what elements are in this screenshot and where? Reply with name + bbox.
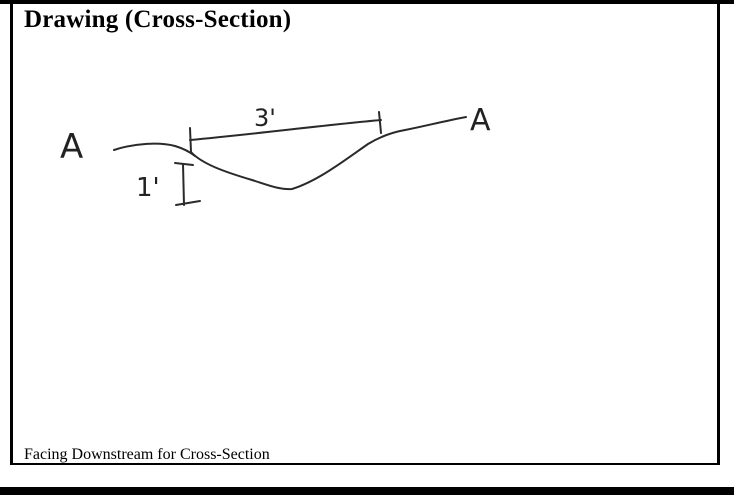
width-tick-left	[189, 127, 192, 153]
depth-cap-top	[174, 162, 194, 166]
right-marker-a: A	[470, 103, 491, 138]
caption: Facing Downstream for Cross-Section	[24, 446, 270, 463]
drawing-frame	[10, 4, 720, 465]
depth-cap-bottom	[175, 200, 201, 206]
width-label: 3'	[254, 104, 276, 132]
channel-bed	[190, 129, 406, 191]
width-tick-right	[378, 111, 382, 134]
width-dimension-line	[189, 119, 382, 141]
left-marker-a: A	[60, 127, 83, 167]
bottom-rule	[0, 487, 734, 495]
left-bank-line	[113, 142, 196, 157]
depth-dimension-line	[182, 163, 185, 206]
page-title: Drawing (Cross-Section)	[24, 6, 292, 33]
top-rule	[0, 0, 734, 4]
right-bank-line	[404, 116, 467, 131]
depth-label: 1'	[136, 173, 160, 203]
